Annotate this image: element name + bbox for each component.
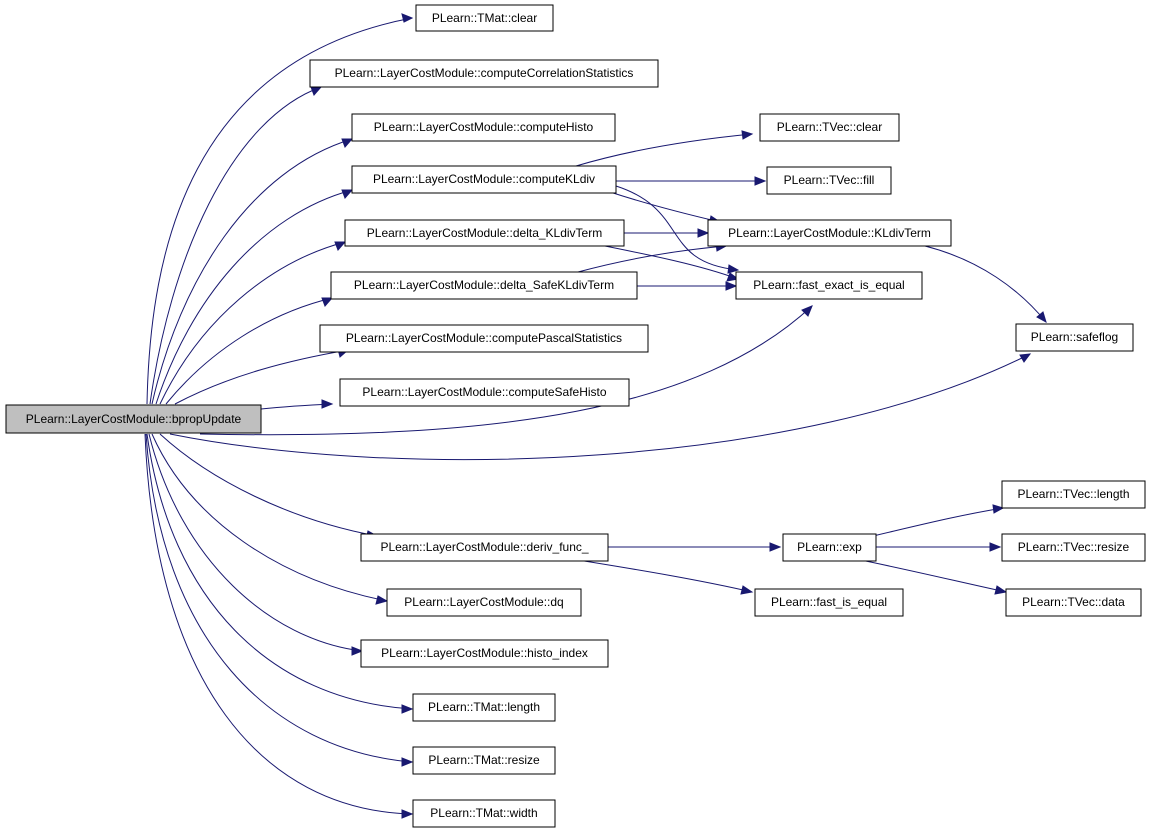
edge-root-to-compute-correlation-statistics bbox=[149, 86, 323, 405]
node-tvec-resize[interactable]: PLearn::TVec::resize bbox=[1001, 533, 1146, 562]
edge-root-to-compute-safe-histo bbox=[260, 399, 334, 410]
node-delta-kldiv-term[interactable]: PLearn::LayerCostModule::delta_KLdivTerm bbox=[344, 219, 625, 247]
edge-root-to-compute-pascal-statistics bbox=[174, 348, 350, 405]
edge-root-to-compute-kldiv bbox=[155, 189, 354, 405]
edge-deriv-func-to-exp bbox=[608, 542, 782, 552]
edge-root-to-delta-kldiv-term bbox=[159, 241, 347, 405]
node-label: PLearn::TVec::clear bbox=[777, 120, 882, 134]
node-label: PLearn::LayerCostModule::computeCorrelat… bbox=[335, 66, 634, 80]
edge-delta-kldiv-term-to-fast-exact-is-equal bbox=[599, 244, 740, 282]
node-kldiv-term[interactable]: PLearn::LayerCostModule::KLdivTerm bbox=[707, 219, 952, 247]
node-compute-kldiv[interactable]: PLearn::LayerCostModule::computeKLdiv bbox=[351, 165, 617, 194]
node-label: PLearn::TMat::clear bbox=[432, 11, 537, 25]
node-label: PLearn::TVec::data bbox=[1022, 595, 1125, 609]
edge-root-to-tmat-length bbox=[146, 433, 414, 714]
edge-root-to-dq bbox=[151, 433, 389, 605]
edge-root-to-delta-safe-kldiv-term bbox=[165, 297, 334, 405]
node-dq[interactable]: PLearn::LayerCostModule::dq bbox=[386, 588, 582, 617]
node-deriv-func[interactable]: PLearn::LayerCostModule::deriv_func_ bbox=[360, 533, 609, 562]
node-label: PLearn::TMat::length bbox=[428, 700, 540, 714]
nodes: PLearn::LayerCostModule::bpropUpdate PLe… bbox=[5, 4, 1146, 828]
edge-compute-kldiv-to-fast-exact-is-equal bbox=[615, 185, 740, 274]
edge-root-to-tmat-clear bbox=[146, 13, 414, 405]
node-label: PLearn::fast_is_equal bbox=[771, 595, 887, 609]
node-label: PLearn::TVec::resize bbox=[1018, 540, 1130, 554]
edge-compute-kldiv-to-tvec-fill bbox=[615, 176, 767, 186]
edge-root-to-tmat-resize bbox=[145, 433, 414, 767]
node-label: PLearn::TVec::length bbox=[1017, 487, 1129, 501]
node-exp[interactable]: PLearn::exp bbox=[782, 533, 877, 562]
node-safeflog[interactable]: PLearn::safeflog bbox=[1015, 323, 1134, 352]
edges bbox=[144, 13, 1047, 819]
edge-root-to-histo-index bbox=[148, 433, 364, 656]
edge-exp-to-tvec-length bbox=[872, 504, 1005, 537]
edge-exp-to-tvec-data bbox=[855, 558, 1008, 595]
edge-root-to-safeflog bbox=[169, 353, 1032, 461]
node-bprop-update[interactable]: PLearn::LayerCostModule::bpropUpdate bbox=[5, 404, 262, 434]
node-label: PLearn::LayerCostModule::bpropUpdate bbox=[26, 412, 242, 426]
edge-delta-safe-kldiv-term-to-kldiv-term bbox=[577, 242, 728, 273]
edge-kldiv-term-to-safeflog bbox=[924, 245, 1047, 324]
node-label: PLearn::exp bbox=[797, 540, 862, 554]
edge-compute-kldiv-to-tvec-clear bbox=[575, 130, 754, 167]
node-tvec-length[interactable]: PLearn::TVec::length bbox=[1001, 480, 1146, 509]
node-label: PLearn::LayerCostModule::histo_index bbox=[381, 646, 588, 660]
edge-delta-kldiv-term-to-kldiv-term bbox=[624, 228, 710, 238]
node-label: PLearn::TMat::width bbox=[430, 806, 537, 820]
node-label: PLearn::LayerCostModule::computeSafeHist… bbox=[362, 385, 606, 399]
node-compute-pascal-statistics[interactable]: PLearn::LayerCostModule::computePascalSt… bbox=[319, 324, 649, 353]
node-label: PLearn::LayerCostModule::computePascalSt… bbox=[346, 331, 622, 345]
node-delta-safe-kldiv-term[interactable]: PLearn::LayerCostModule::delta_SafeKLdiv… bbox=[330, 271, 638, 300]
node-tvec-fill[interactable]: PLearn::TVec::fill bbox=[766, 166, 892, 195]
node-compute-safe-histo[interactable]: PLearn::LayerCostModule::computeSafeHist… bbox=[339, 378, 630, 407]
node-tmat-width[interactable]: PLearn::TMat::width bbox=[412, 799, 556, 828]
node-label: PLearn::LayerCostModule::computeHisto bbox=[374, 120, 594, 134]
edge-root-to-fast-exact-is-equal bbox=[199, 305, 813, 436]
edge-delta-safe-kldiv-term-to-fast-exact-is-equal bbox=[636, 281, 738, 291]
node-fast-is-equal[interactable]: PLearn::fast_is_equal bbox=[754, 588, 904, 617]
node-tvec-clear[interactable]: PLearn::TVec::clear bbox=[759, 113, 900, 142]
node-histo-index[interactable]: PLearn::LayerCostModule::histo_index bbox=[360, 639, 609, 668]
node-fast-exact-is-equal[interactable]: PLearn::fast_exact_is_equal bbox=[735, 271, 923, 300]
edge-deriv-func-to-fast-is-equal bbox=[577, 559, 754, 595]
node-label: PLearn::TVec::fill bbox=[784, 173, 875, 187]
node-tmat-length[interactable]: PLearn::TMat::length bbox=[412, 693, 556, 722]
node-label: PLearn::LayerCostModule::KLdivTerm bbox=[728, 226, 931, 240]
node-label: PLearn::LayerCostModule::delta_SafeKLdiv… bbox=[354, 278, 614, 292]
node-label: PLearn::TMat::resize bbox=[428, 753, 540, 767]
node-label: PLearn::LayerCostModule::delta_KLdivTerm bbox=[367, 226, 602, 240]
node-tmat-resize[interactable]: PLearn::TMat::resize bbox=[412, 746, 556, 775]
node-compute-histo[interactable]: PLearn::LayerCostModule::computeHisto bbox=[351, 113, 616, 142]
node-compute-correlation-statistics[interactable]: PLearn::LayerCostModule::computeCorrelat… bbox=[309, 59, 659, 88]
node-tmat-clear[interactable]: PLearn::TMat::clear bbox=[415, 4, 554, 32]
node-label: PLearn::LayerCostModule::dq bbox=[404, 595, 563, 609]
edge-exp-to-tvec-resize bbox=[876, 542, 1002, 552]
node-label: PLearn::fast_exact_is_equal bbox=[753, 278, 904, 292]
node-label: PLearn::safeflog bbox=[1031, 330, 1118, 344]
node-tvec-data[interactable]: PLearn::TVec::data bbox=[1005, 588, 1142, 617]
node-label: PLearn::LayerCostModule::deriv_func_ bbox=[380, 540, 588, 554]
edge-root-to-tmat-width bbox=[144, 433, 414, 819]
edge-root-to-deriv-func bbox=[159, 433, 379, 540]
edge-root-to-compute-histo bbox=[151, 138, 354, 405]
node-label: PLearn::LayerCostModule::computeKLdiv bbox=[373, 172, 595, 186]
